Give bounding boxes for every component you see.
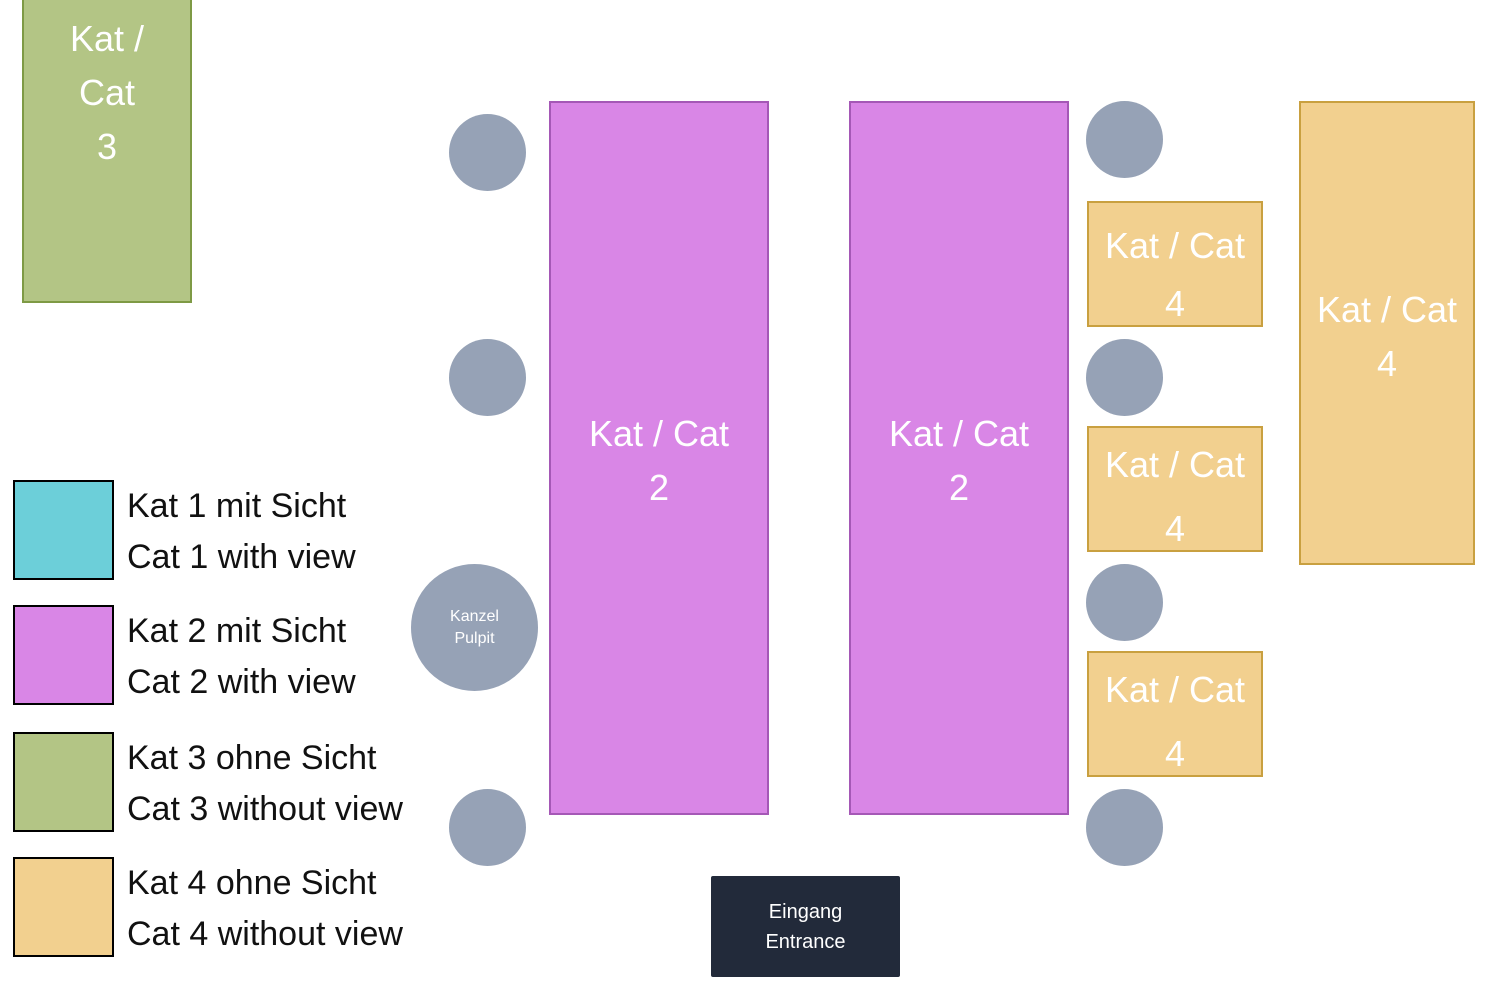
legend-label-de: Kat 4 ohne Sicht [127, 864, 377, 902]
block-number: 4 [1376, 343, 1398, 384]
block-cat3: Kat / Cat 3 [22, 0, 192, 303]
block-number: 4 [1164, 283, 1186, 324]
pillar-circle [1086, 564, 1163, 641]
pulpit-label-de: Kanzel [450, 607, 499, 625]
legend-label-de: Kat 3 ohne Sicht [127, 739, 377, 777]
legend-swatch-cat2 [13, 605, 114, 705]
block-cat2-left: Kat / Cat 2 [549, 101, 769, 815]
block-label: Kat / [69, 18, 145, 59]
block-cat2-right: Kat / Cat 2 [849, 101, 1069, 815]
pulpit: Kanzel Pulpit [411, 564, 538, 691]
entrance-label-en: Entrance [765, 930, 846, 953]
block-label: Kat / Cat [1104, 225, 1246, 266]
block-label: Kat / Cat [1104, 444, 1246, 485]
legend-swatch-cat4 [13, 857, 114, 957]
entrance-label-de: Eingang [768, 900, 843, 923]
block-label: Cat [78, 72, 136, 113]
legend-label-de: Kat 2 mit Sicht [127, 612, 347, 650]
block-label: Kat / Cat [888, 413, 1030, 454]
block-label: Kat / Cat [1104, 669, 1246, 710]
pillar-circle [1086, 339, 1163, 416]
block-label: Kat / Cat [1316, 289, 1458, 330]
legend-swatch-cat1 [13, 480, 114, 580]
legend-label-en: Cat 3 without view [127, 790, 403, 828]
pillar-circle [449, 789, 526, 866]
block-number: 2 [648, 467, 670, 508]
pillar-circle [449, 114, 526, 191]
block-cat4-small: Kat / Cat 4 [1087, 426, 1263, 552]
legend-swatch-cat3 [13, 732, 114, 832]
block-cat4-small: Kat / Cat 4 [1087, 201, 1263, 327]
block-number: 3 [96, 126, 118, 167]
pillar-circle [1086, 789, 1163, 866]
legend-label-en: Cat 1 with view [127, 538, 356, 576]
block-number: 4 [1164, 508, 1186, 549]
block-number: 2 [948, 467, 970, 508]
block-cat4-large: Kat / Cat 4 [1299, 101, 1475, 565]
block-label: Kat / Cat [588, 413, 730, 454]
pillar-circle [449, 339, 526, 416]
legend-label-en: Cat 2 with view [127, 663, 356, 701]
block-cat4-small: Kat / Cat 4 [1087, 651, 1263, 777]
legend-label-en: Cat 4 without view [127, 915, 403, 953]
legend-label-de: Kat 1 mit Sicht [127, 487, 347, 525]
pillar-circle [1086, 101, 1163, 178]
block-number: 4 [1164, 733, 1186, 774]
pulpit-label-en: Pulpit [454, 629, 495, 647]
entrance: Eingang Entrance [711, 876, 900, 977]
